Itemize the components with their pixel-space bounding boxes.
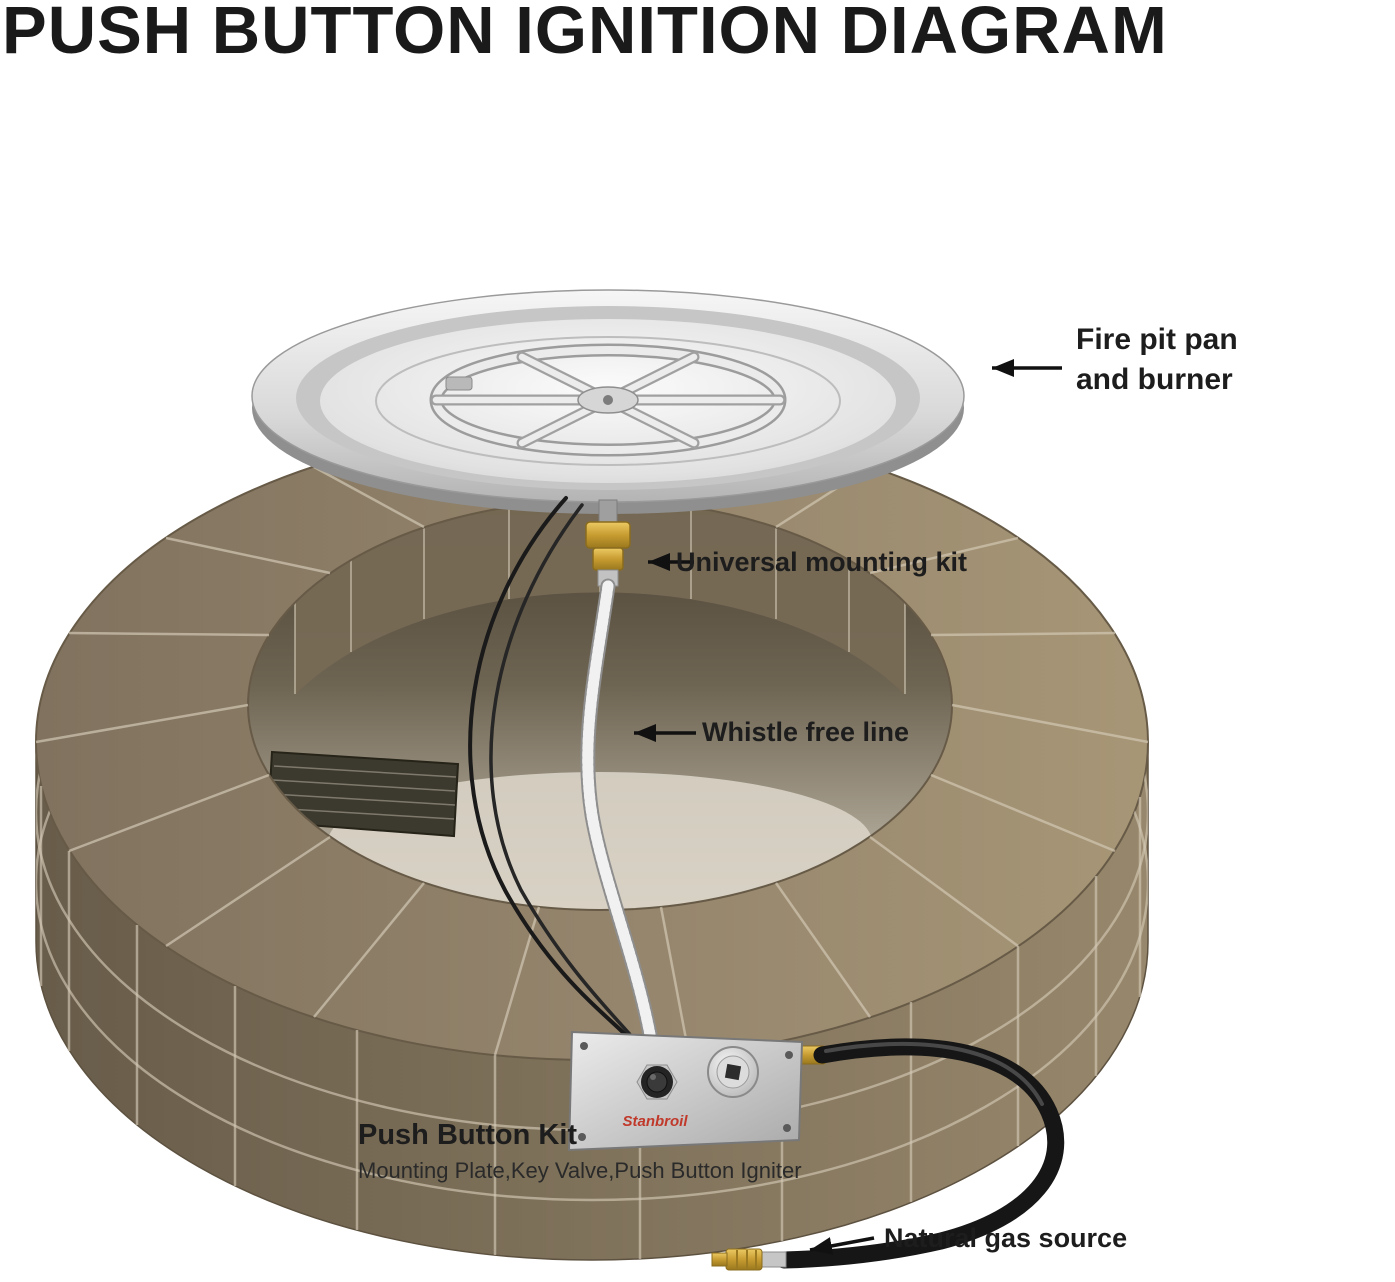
pan-floor-groove xyxy=(375,336,841,466)
key-valve xyxy=(707,1046,759,1098)
label-fire-pit-pan-line2: and burner xyxy=(1076,362,1233,396)
label-push-button-kit-title: Push Button Kit xyxy=(358,1119,578,1151)
hub-bolt xyxy=(603,395,613,405)
label-natural-gas-source: Natural gas source xyxy=(884,1223,1128,1253)
gas-source-arrow-icon xyxy=(809,1236,875,1255)
plate-brand-text: Stanbroil xyxy=(622,1113,688,1130)
igniter-wires xyxy=(468,496,650,1058)
interior-back-wall xyxy=(295,499,905,695)
label-fire-pit-pan-line1: Fire pit pan xyxy=(1076,323,1238,356)
whistle-free-line-hose xyxy=(580,578,659,1048)
hose-end-fitting xyxy=(711,1248,787,1271)
air-mixer-fitting xyxy=(445,376,473,391)
page-title: PUSH BUTTON IGNITION DIAGRAM xyxy=(2,0,1168,68)
label-universal-mounting-kit: Universal mounting kit xyxy=(676,547,968,577)
plate-screws xyxy=(578,1042,793,1141)
annotation-arrows xyxy=(634,359,1062,1255)
push-button-kit-plate: Stanbroil xyxy=(567,1030,804,1152)
stone-fire-pit-ring xyxy=(34,423,1150,1261)
gas-hose xyxy=(711,1038,1065,1271)
fire-pit-pan-and-burner xyxy=(251,289,965,514)
label-fire-pit-pan: Fire pit pan and burner xyxy=(1076,320,1238,399)
push-button-igniter xyxy=(636,1064,678,1100)
label-whistle-free-line: Whistle free line xyxy=(702,717,910,747)
label-push-button-kit-subtitle: Mounting Plate,Key Valve,Push Button Ign… xyxy=(358,1158,802,1183)
